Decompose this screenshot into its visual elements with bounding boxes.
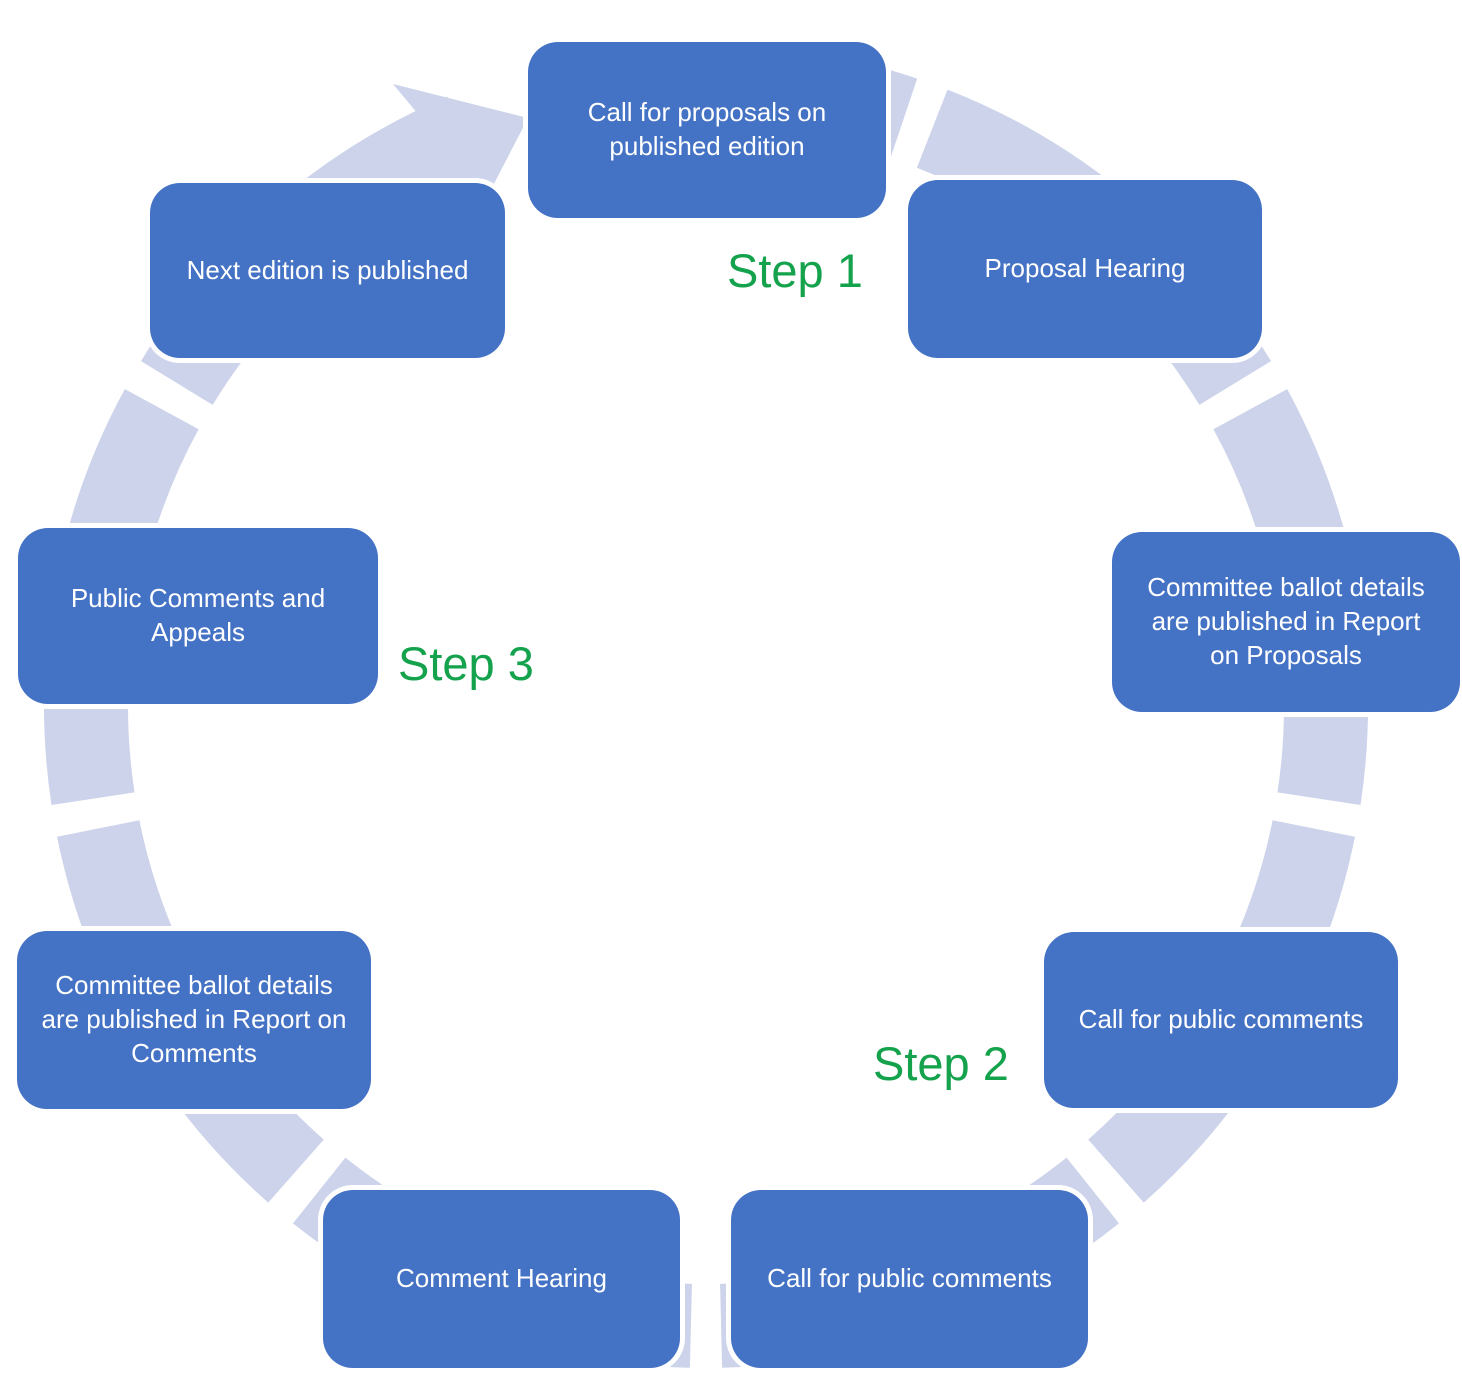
process-box-call-for-public-comments-2: Call for public comments [731, 1190, 1088, 1368]
process-box-call-for-proposals: Call for proposals on published edition [528, 42, 886, 218]
process-box-comment-hearing: Comment Hearing [323, 1190, 680, 1368]
cycle-arrowhead-icon [393, 84, 528, 234]
process-box-call-for-public-comments-1: Call for public comments [1044, 932, 1398, 1108]
process-box-report-on-comments: Committee ballot details are published i… [17, 931, 371, 1109]
process-box-proposal-hearing: Proposal Hearing [908, 180, 1262, 358]
process-box-next-edition-published: Next edition is published [150, 183, 505, 358]
process-box-report-on-proposals: Committee ballot details are published i… [1112, 532, 1460, 712]
step-1-label: Step 1 [727, 244, 863, 297]
process-box-public-comments-and-appeals: Public Comments and Appeals [18, 528, 378, 704]
step-3-label: Step 3 [398, 637, 534, 690]
step-2-label: Step 2 [873, 1037, 1009, 1090]
